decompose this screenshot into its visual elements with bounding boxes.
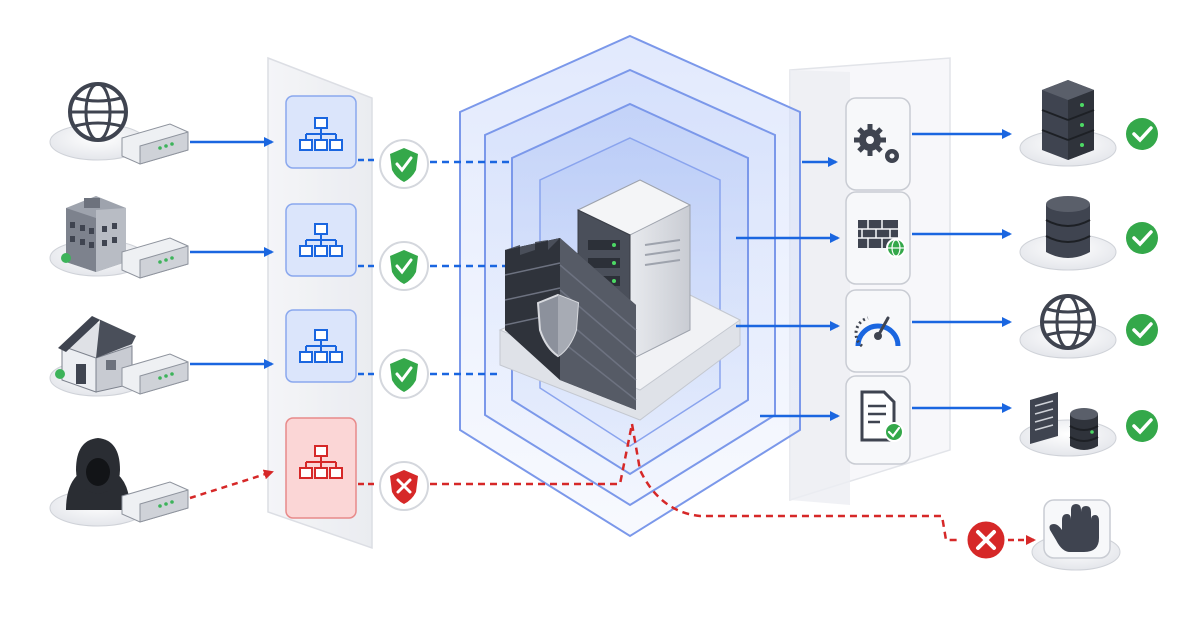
office-building-icon bbox=[61, 196, 126, 272]
check-badge-icon bbox=[1126, 314, 1158, 346]
egress-arrows bbox=[912, 129, 1012, 413]
document-check-icon bbox=[860, 390, 904, 442]
stop-hand-icon bbox=[1049, 504, 1099, 552]
firewall-globe-icon bbox=[858, 220, 906, 258]
blocked-destination[interactable] bbox=[1031, 499, 1121, 571]
network-hierarchy-icon bbox=[299, 445, 343, 479]
shield-check-2 bbox=[379, 241, 429, 291]
server-rack-icon bbox=[1041, 80, 1095, 160]
check-badge-icon bbox=[1126, 410, 1158, 442]
inspection-node-1[interactable] bbox=[285, 95, 357, 169]
gears-icon bbox=[854, 124, 899, 163]
source-attacker[interactable] bbox=[49, 438, 189, 527]
shield-check-icon bbox=[390, 148, 418, 182]
check-badge-icon bbox=[1126, 222, 1158, 254]
document-database-icon bbox=[1030, 392, 1099, 450]
network-hierarchy-icon bbox=[299, 117, 343, 151]
shield-icon bbox=[536, 293, 580, 358]
destination-server-rack[interactable] bbox=[1019, 80, 1158, 167]
globe-icon bbox=[68, 82, 128, 142]
red-x-icon bbox=[976, 530, 996, 550]
globe-icon bbox=[1040, 294, 1096, 350]
shield-check-3 bbox=[379, 349, 429, 399]
service-tile-4[interactable] bbox=[845, 375, 911, 465]
ingress-arrows bbox=[189, 137, 274, 500]
blocked-x-badge bbox=[964, 518, 1008, 562]
inspection-node-4-blocked[interactable] bbox=[285, 417, 357, 519]
router-icon bbox=[121, 123, 189, 165]
shield-x-4 bbox=[379, 461, 429, 511]
source-home[interactable] bbox=[49, 316, 189, 397]
database-icon bbox=[1045, 196, 1091, 258]
destination-document-storage[interactable] bbox=[1019, 392, 1158, 457]
blocked-path bbox=[630, 423, 1036, 545]
check-badge-icon bbox=[1126, 118, 1158, 150]
hooded-attacker-icon bbox=[66, 438, 130, 510]
shield-check-icon bbox=[390, 358, 418, 392]
service-tile-3[interactable] bbox=[845, 289, 911, 373]
gauge-icon bbox=[854, 316, 901, 348]
destination-internet[interactable] bbox=[1019, 294, 1158, 359]
router-icon bbox=[121, 353, 189, 395]
service-tile-1[interactable] bbox=[845, 97, 911, 191]
router-icon bbox=[121, 481, 189, 523]
network-hierarchy-icon bbox=[299, 329, 343, 363]
core-to-services-arrows bbox=[736, 157, 840, 421]
shield-x-icon bbox=[390, 470, 418, 504]
service-tile-2[interactable] bbox=[845, 191, 911, 285]
router-icon bbox=[121, 237, 189, 279]
shield-to-core-links bbox=[430, 160, 634, 486]
source-internet[interactable] bbox=[49, 82, 189, 165]
destination-database[interactable] bbox=[1019, 196, 1158, 271]
node-to-shield-links bbox=[358, 158, 378, 486]
shield-check-1 bbox=[379, 139, 429, 189]
inspection-node-3[interactable] bbox=[285, 309, 357, 383]
shield-check-icon bbox=[390, 250, 418, 284]
inspection-node-2[interactable] bbox=[285, 203, 357, 277]
source-office[interactable] bbox=[49, 196, 189, 279]
network-hierarchy-icon bbox=[299, 223, 343, 257]
